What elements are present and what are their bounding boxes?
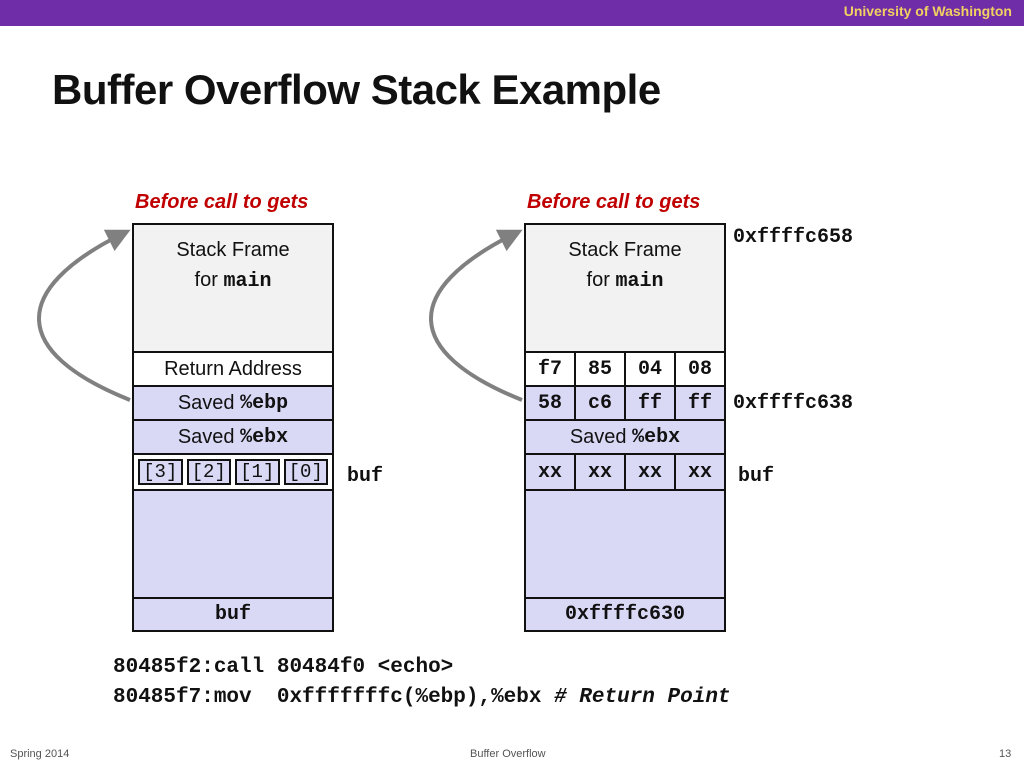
footer-term: Spring 2014 bbox=[10, 748, 70, 760]
footer-title: Buffer Overflow bbox=[470, 748, 546, 760]
right-caption: Before call to gets bbox=[527, 191, 701, 213]
address-top: 0xffffc658 bbox=[733, 226, 854, 249]
left-caption: Before call to gets bbox=[135, 191, 309, 213]
byte-cell: ff bbox=[687, 391, 712, 415]
left-stack-frame-main: Stack Frame for main bbox=[134, 225, 332, 353]
byte-cell: xx bbox=[687, 460, 712, 484]
frame-label-for: for main bbox=[586, 269, 664, 293]
left-saved-ebx: Saved %ebx bbox=[134, 421, 332, 455]
byte-cell: xx bbox=[576, 455, 626, 489]
slide-title: Buffer Overflow Stack Example bbox=[52, 66, 661, 113]
buf-index-0: [0] bbox=[283, 459, 328, 485]
frame-label: Stack Frame bbox=[568, 239, 682, 261]
byte-cell: xx bbox=[626, 455, 676, 489]
left-return-address: Return Address bbox=[134, 353, 332, 387]
left-buf-row: [3] [2] [1] [0] bbox=[134, 455, 332, 491]
page-number: 13 bbox=[999, 748, 1012, 760]
right-buf-label: buf bbox=[738, 465, 775, 488]
code-line-2: 80485f7:mov 0xfffffffc(%ebp),%ebx # Retu… bbox=[113, 686, 731, 709]
right-buf-bytes: xx xx xx xx bbox=[526, 455, 724, 491]
frame-label: Stack Frame bbox=[176, 239, 290, 261]
right-empty-space bbox=[526, 491, 724, 599]
right-bottom-address: 0xffffc630 bbox=[526, 599, 724, 630]
right-ebp-bytes: 58 c6 ff ff bbox=[526, 387, 724, 421]
left-empty-space bbox=[134, 491, 332, 599]
buf-index-2: [2] bbox=[186, 459, 231, 485]
byte-cell: 08 bbox=[687, 357, 712, 381]
frame-label-for: for main bbox=[194, 269, 272, 293]
left-saved-ebp: Saved %ebp bbox=[134, 387, 332, 421]
left-arrow-icon bbox=[37, 229, 131, 402]
byte-cell: 85 bbox=[576, 353, 626, 385]
byte-cell: ff bbox=[626, 387, 676, 419]
institution-name: University of Washington bbox=[843, 3, 1012, 19]
left-bottom-label: buf bbox=[134, 599, 332, 630]
byte-cell: f7 bbox=[526, 353, 576, 385]
right-return-bytes: f7 85 04 08 bbox=[526, 353, 724, 387]
left-stack: Stack Frame for main Return Address Save… bbox=[132, 223, 334, 632]
buf-index-3: [3] bbox=[138, 459, 183, 485]
right-arrow-icon bbox=[429, 229, 523, 402]
buf-index-1: [1] bbox=[235, 459, 280, 485]
byte-cell: 04 bbox=[626, 353, 676, 385]
byte-cell: xx bbox=[526, 455, 576, 489]
right-stack: Stack Frame for main f7 85 04 08 58 c6 f… bbox=[524, 223, 726, 632]
right-saved-ebx: Saved %ebx bbox=[526, 421, 724, 455]
byte-cell: c6 bbox=[576, 387, 626, 419]
code-line-1: 80485f2:call 80484f0 <echo> bbox=[113, 656, 454, 679]
byte-cell: 58 bbox=[526, 387, 576, 419]
left-buf-label: buf bbox=[347, 465, 384, 488]
address-ebp: 0xffffc638 bbox=[733, 392, 854, 415]
header-bar: University of Washington bbox=[0, 0, 1024, 26]
right-stack-frame-main: Stack Frame for main bbox=[526, 225, 724, 353]
